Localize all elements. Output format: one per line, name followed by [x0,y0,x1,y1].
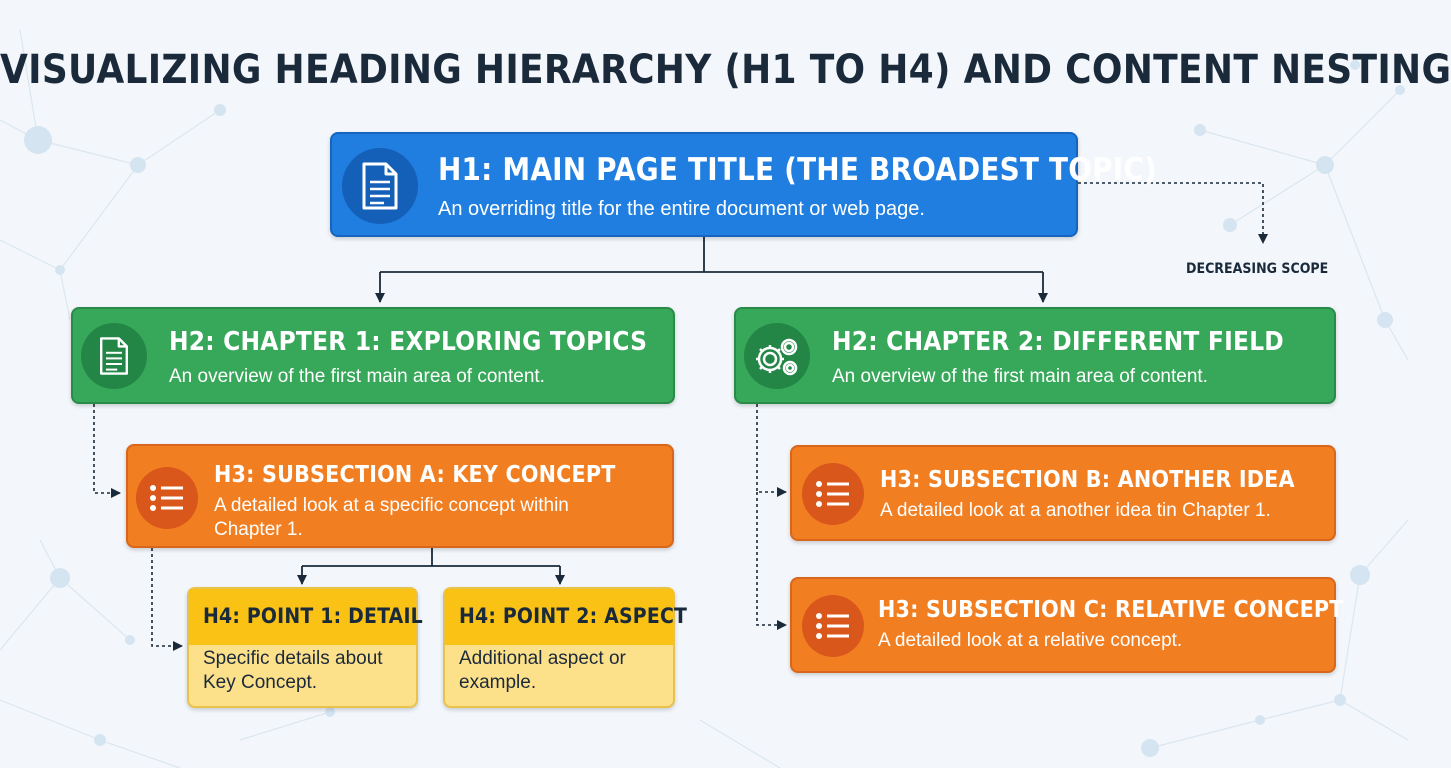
h4-box-point-1: H4: POINT 1: DETAIL Specific details abo… [187,587,423,708]
list-icon [802,595,864,657]
connector-h2-right-to-h3c [756,492,787,630]
connector-h2-right-to-h3b [756,404,787,497]
decreasing-scope-label: DECREASING SCOPE [1186,261,1329,277]
page-title: VISUALIZING HEADING HIERARCHY (H1 TO H4)… [0,47,1451,93]
connector-h3a-to-h4-1 [151,548,183,651]
connector-decreasing-scope [1078,182,1268,244]
h4-description-point-2-line1: Additional aspect or [459,648,626,669]
document-icon [81,323,147,389]
h2-heading-chapter-1: H2: CHAPTER 1: EXPLORING TOPICS [169,327,648,357]
h3-box-subsection-c: H3: SUBSECTION C: RELATIVE CONCEPT A det… [790,577,1343,673]
h4-description-point-1-line2: Key Concept. [203,672,318,693]
h4-box-point-2: H4: POINT 2: ASPECT Additional aspect or… [443,587,687,708]
h4-header-band [445,589,673,645]
h2-box-chapter-2: H2: CHAPTER 2: DIFFERENT FIELD An overvi… [734,307,1336,404]
h3-heading-subsection-a: H3: SUBSECTION A: KEY CONCEPT [214,462,616,488]
h4-description-point-1-line1: Specific details about [203,648,383,669]
h3-heading-subsection-c: H3: SUBSECTION C: RELATIVE CONCEPT [878,597,1344,623]
h4-heading-point-2: H4: POINT 2: ASPECT [459,604,688,628]
h4-header-band [189,589,416,645]
h3-description-subsection-c: A detailed look at a relative concept. [878,630,1183,651]
gears-icon [744,323,810,389]
list-icon [136,467,198,529]
h3-description-subsection-a-line1: A detailed look at a specific concept wi… [214,495,569,516]
h4-heading-point-1: H4: POINT 1: DETAIL [203,604,423,628]
connector-h2-left-to-h3a [93,404,121,498]
list-icon [802,463,864,525]
h3-description-subsection-b: A detailed look at a another idea tin Ch… [880,500,1271,521]
h3-box-subsection-a: H3: SUBSECTION A: KEY CONCEPT A detailed… [126,444,674,548]
h3-description-subsection-a-line2: Chapter 1. [214,519,303,540]
h4-description-point-2-line2: example. [459,672,537,693]
hierarchy-connectors [93,182,1268,651]
h1-box: H1: MAIN PAGE TITLE (THE BROADEST TOPIC)… [330,132,1157,237]
h3-heading-subsection-b: H3: SUBSECTION B: ANOTHER IDEA [880,467,1295,493]
h3-box-subsection-b: H3: SUBSECTION B: ANOTHER IDEA A detaile… [790,445,1336,541]
h1-heading: H1: MAIN PAGE TITLE (THE BROADEST TOPIC) [438,152,1157,188]
h2-heading-chapter-2: H2: CHAPTER 2: DIFFERENT FIELD [832,327,1284,357]
h2-description-chapter-1: An overview of the first main area of co… [169,366,545,387]
h2-box-chapter-1: H2: CHAPTER 1: EXPLORING TOPICS An overv… [71,307,675,404]
background-network-pattern [0,29,1409,768]
document-icon [342,148,418,224]
h2-description-chapter-2: An overview of the first main area of co… [832,366,1208,387]
h1-description: An overriding title for the entire docum… [438,198,925,220]
